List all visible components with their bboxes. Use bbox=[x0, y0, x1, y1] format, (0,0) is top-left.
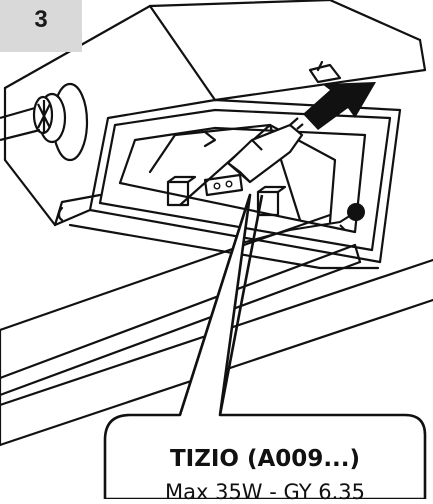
insert-direction-arrow-icon bbox=[303, 82, 376, 130]
halogen-bulb-icon bbox=[226, 117, 304, 184]
model-name: TIZIO (A009...) bbox=[169, 446, 361, 472]
step-number: 3 bbox=[34, 6, 48, 33]
callout-bubble bbox=[103, 193, 427, 501]
adjustment-knob-icon bbox=[0, 82, 89, 162]
step-badge: 3 bbox=[0, 0, 82, 52]
bulb-spec: Max 35W - GY 6.35 bbox=[165, 480, 365, 504]
lamp-opening-frame bbox=[68, 98, 402, 270]
cable-grommet-icon bbox=[237, 203, 365, 245]
small-screw-part bbox=[308, 60, 342, 84]
socket-holes bbox=[213, 180, 233, 190]
holder-clips bbox=[166, 173, 287, 217]
housing-top bbox=[148, 0, 427, 102]
